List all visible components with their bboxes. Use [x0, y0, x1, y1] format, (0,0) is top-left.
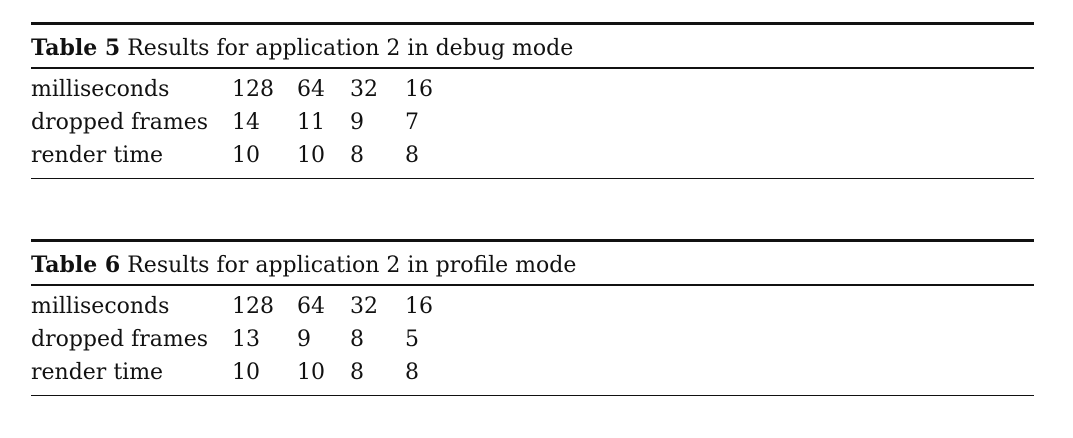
table-cell: 8	[350, 142, 364, 168]
table-cell: 5	[405, 326, 419, 352]
table-cell: 8	[405, 359, 419, 385]
table-row-dropped-frames: dropped frames 13 9 8 5	[31, 323, 1034, 356]
table-row-milliseconds: milliseconds 128 64 32 16	[31, 73, 1034, 106]
table-cell: 16	[405, 76, 433, 102]
table-cell: 10	[232, 359, 260, 385]
table-cell: 64	[297, 76, 325, 102]
row-header: dropped frames	[31, 109, 209, 135]
table-row-render-time: render time 10 10 8 8	[31, 139, 1034, 172]
row-header: render time	[31, 142, 164, 168]
table-cell: 64	[297, 293, 325, 319]
table-bottom-rule	[31, 394, 1034, 396]
table-caption-text: Results for application 2 in debug mode	[127, 36, 574, 61]
table-label: Table 5	[31, 35, 121, 61]
table-cell: 128	[232, 76, 274, 102]
table-6: Table 6 Results for application 2 in pro…	[31, 239, 1034, 396]
table-label: Table 6	[31, 252, 121, 278]
table-cell: 11	[297, 109, 325, 135]
table-cell: 9	[350, 109, 364, 135]
table-cell: 10	[297, 359, 325, 385]
row-header: milliseconds	[31, 293, 170, 319]
table-bottom-rule	[31, 177, 1034, 179]
table-cell: 32	[350, 76, 378, 102]
table-cell: 14	[232, 109, 260, 135]
table-cell: 16	[405, 293, 433, 319]
table-top-rule	[31, 239, 1034, 242]
table-header-rule	[31, 284, 1034, 286]
table-top-rule	[31, 22, 1034, 25]
table-body: milliseconds 128 64 32 16 dropped frames…	[31, 69, 1034, 178]
table-row-render-time: render time 10 10 8 8	[31, 356, 1034, 389]
table-body: milliseconds 128 64 32 16 dropped frames…	[31, 286, 1034, 395]
table-cell: 7	[405, 109, 419, 135]
table-row-dropped-frames: dropped frames 14 11 9 7	[31, 106, 1034, 139]
row-header: dropped frames	[31, 326, 209, 352]
table-caption: Table 6 Results for application 2 in pro…	[31, 242, 1034, 284]
table-row-milliseconds: milliseconds 128 64 32 16	[31, 290, 1034, 323]
table-cell: 128	[232, 293, 274, 319]
table-caption: Table 5 Results for application 2 in deb…	[31, 25, 1034, 67]
table-cell: 13	[232, 326, 260, 352]
table-cell: 9	[297, 326, 311, 352]
table-cell: 8	[405, 142, 419, 168]
table-cell: 8	[350, 326, 364, 352]
row-header: milliseconds	[31, 76, 170, 102]
table-cell: 8	[350, 359, 364, 385]
table-5: Table 5 Results for application 2 in deb…	[31, 22, 1034, 179]
table-header-rule	[31, 67, 1034, 69]
table-cell: 10	[232, 142, 260, 168]
table-caption-text: Results for application 2 in profile mod…	[127, 253, 577, 278]
table-cell: 32	[350, 293, 378, 319]
row-header: render time	[31, 359, 164, 385]
table-cell: 10	[297, 142, 325, 168]
